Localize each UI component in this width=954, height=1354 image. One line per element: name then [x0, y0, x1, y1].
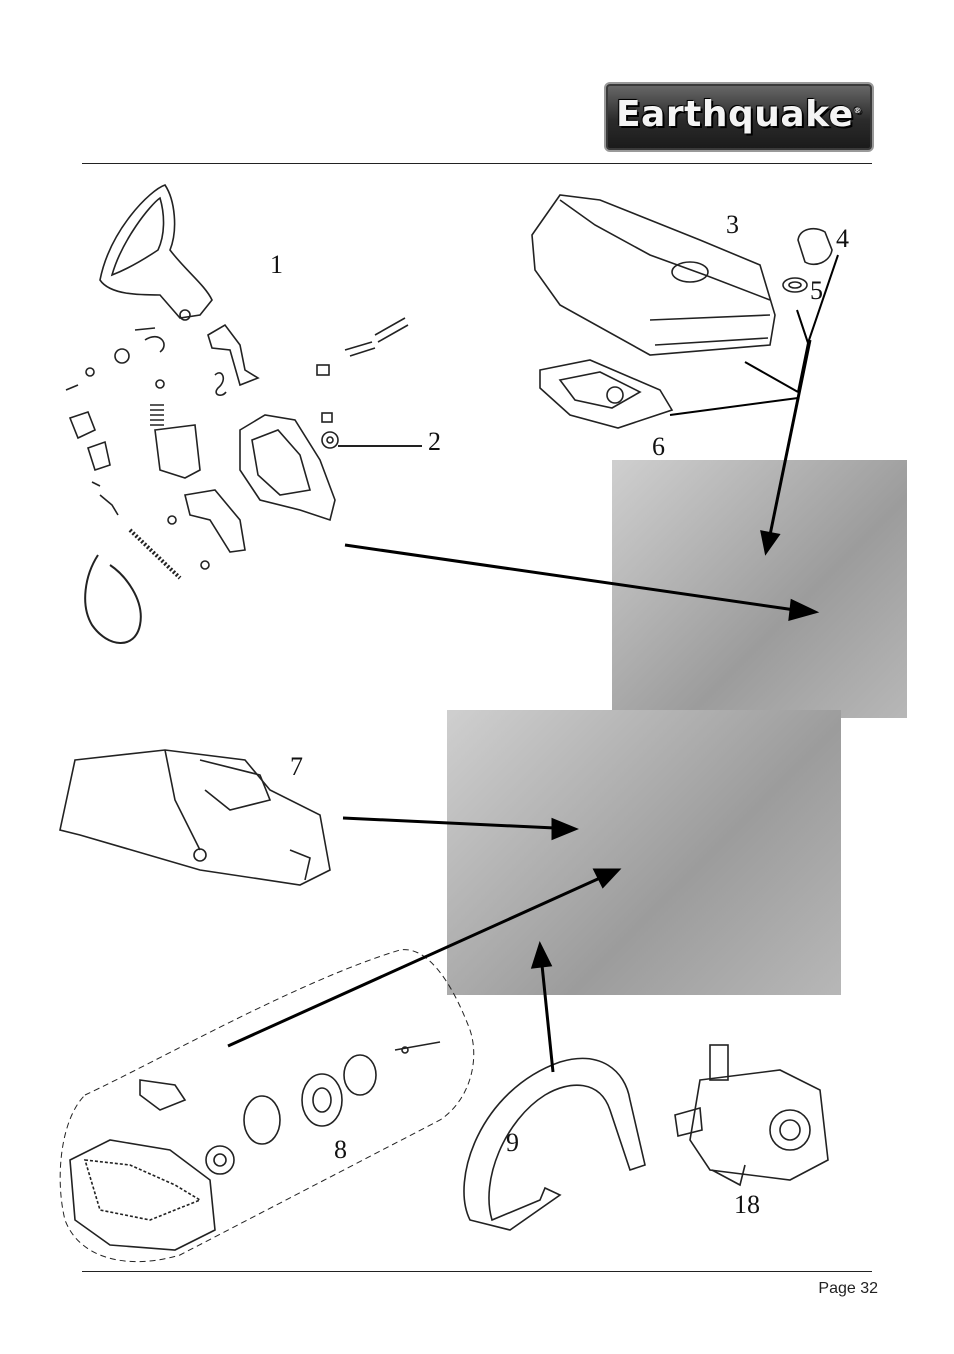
part-label-6: 6	[652, 432, 665, 462]
part-5-seal	[783, 278, 807, 292]
part-label-5: 5	[810, 276, 823, 306]
part-6-air-filter	[540, 360, 672, 428]
part-label-2: 2	[428, 427, 441, 457]
part-label-3: 3	[726, 210, 739, 240]
footer-rule	[82, 1271, 872, 1272]
part-brake-band	[85, 555, 141, 643]
part-label-18: 18	[734, 1190, 760, 1220]
part-18-carburetor	[690, 1070, 828, 1180]
part-9-front-handle	[464, 1058, 645, 1230]
part-label-4: 4	[836, 224, 849, 254]
part-label-7: 7	[290, 752, 303, 782]
part-label-1: 1	[270, 250, 283, 280]
pointer-lines	[228, 340, 815, 1072]
page-number: Page 32	[818, 1280, 878, 1298]
part-8-starter-housing	[70, 1140, 215, 1250]
part-4-cap	[798, 229, 832, 265]
part-washer	[115, 349, 129, 363]
part-2-clutch-cover	[240, 415, 335, 520]
part-label-8: 8	[334, 1135, 347, 1165]
part-label-9: 9	[506, 1128, 519, 1158]
